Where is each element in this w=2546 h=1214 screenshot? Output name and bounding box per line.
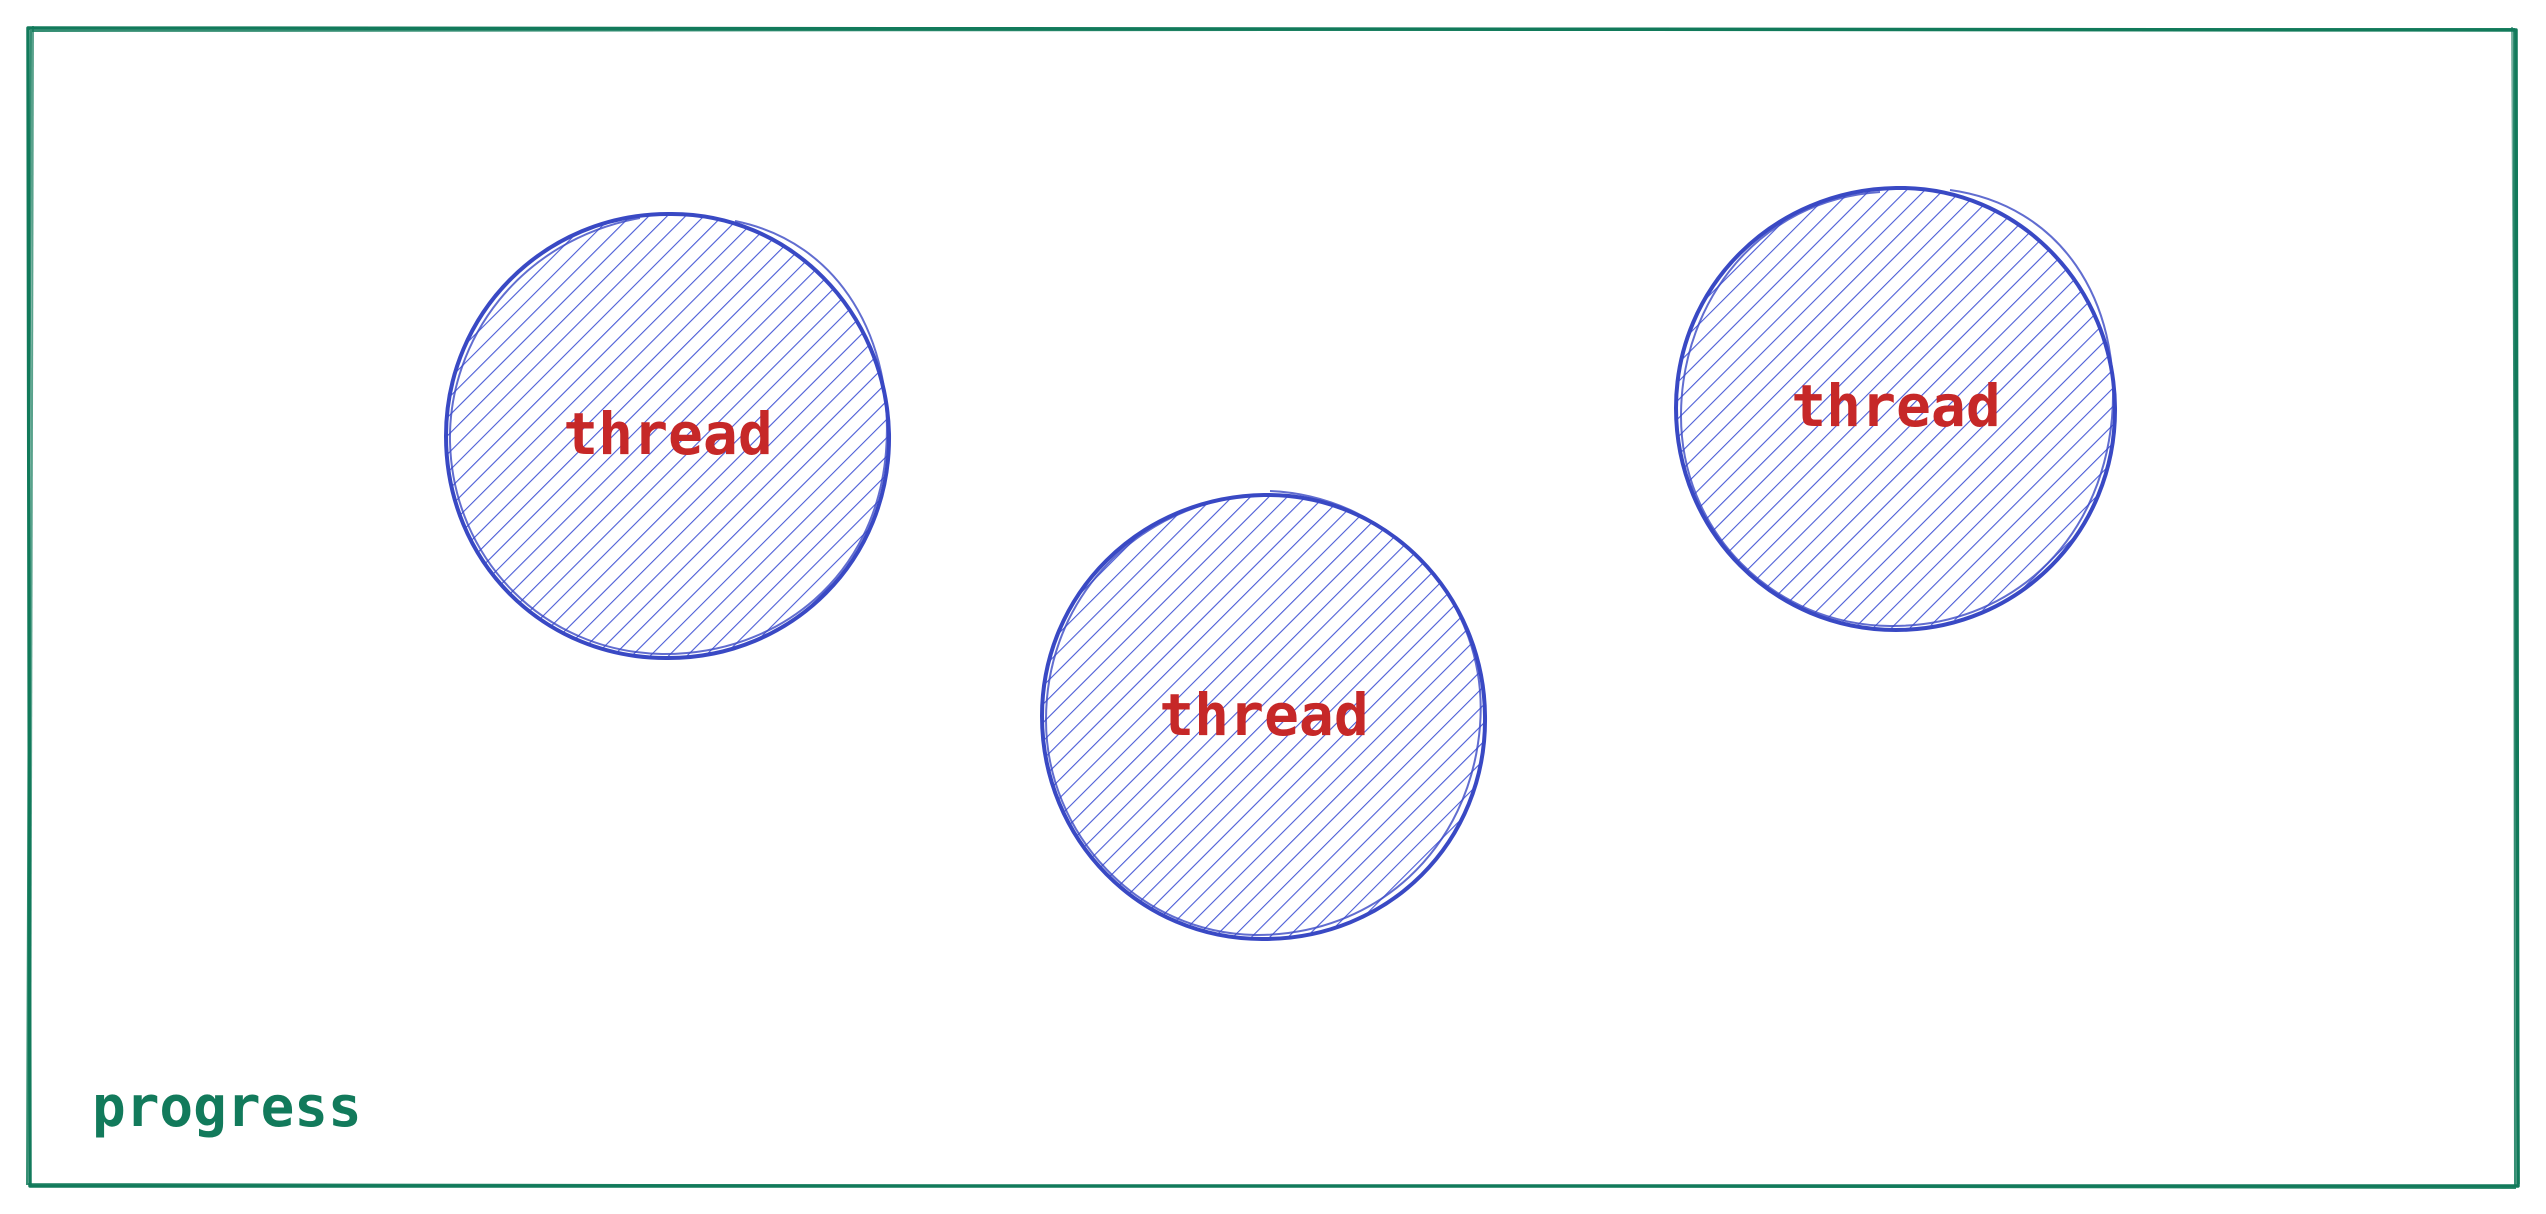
process-label: progress <box>92 1075 362 1140</box>
thread-node: thread <box>1039 490 1488 942</box>
thread-label: thread <box>1791 372 2001 440</box>
thread-node: thread <box>1673 185 2118 633</box>
process-container <box>25 25 2520 1190</box>
thread-hatch-fill <box>1676 188 2116 628</box>
thread-hatch-fill <box>1042 495 1486 939</box>
thread-outline <box>1673 185 2118 633</box>
thread-node: thread <box>443 211 892 661</box>
thread-label: thread <box>1159 681 1369 749</box>
thread-hatch-fill <box>446 214 890 658</box>
thread-outline <box>443 211 892 661</box>
thread-label: thread <box>563 400 773 468</box>
